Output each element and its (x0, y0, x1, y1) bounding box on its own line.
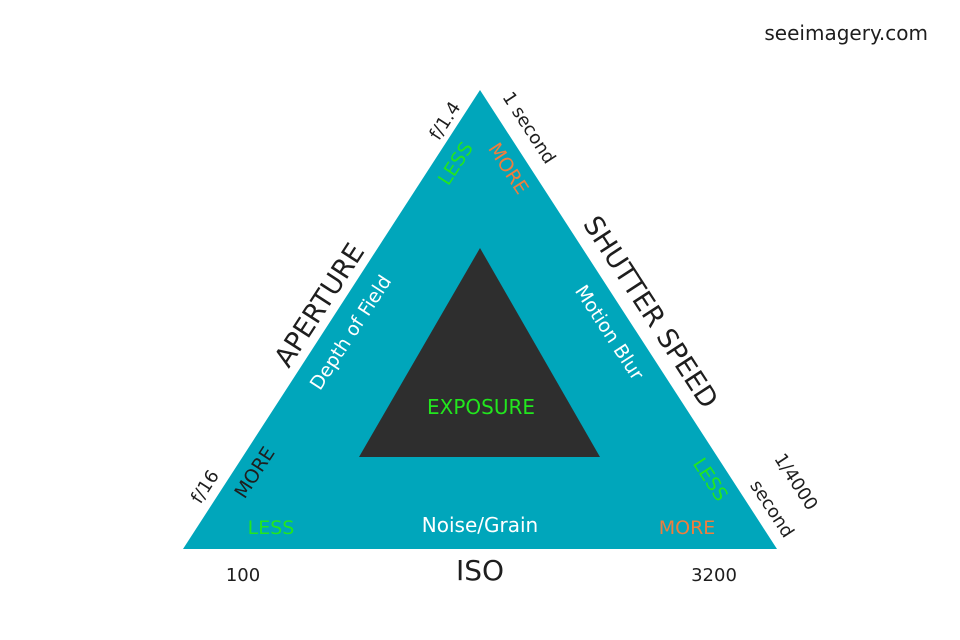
iso-high-value: 3200 (691, 565, 737, 586)
iso-less-label: LESS (248, 517, 295, 539)
site-watermark: seeimagery.com (764, 21, 928, 45)
exposure-label: EXPOSURE (427, 395, 535, 419)
noise-grain-label: Noise/Grain (422, 513, 538, 537)
iso-title: ISO (456, 554, 504, 587)
iso-more-label: MORE (659, 517, 716, 539)
iso-low-value: 100 (226, 565, 260, 586)
inner-triangle (359, 248, 600, 457)
